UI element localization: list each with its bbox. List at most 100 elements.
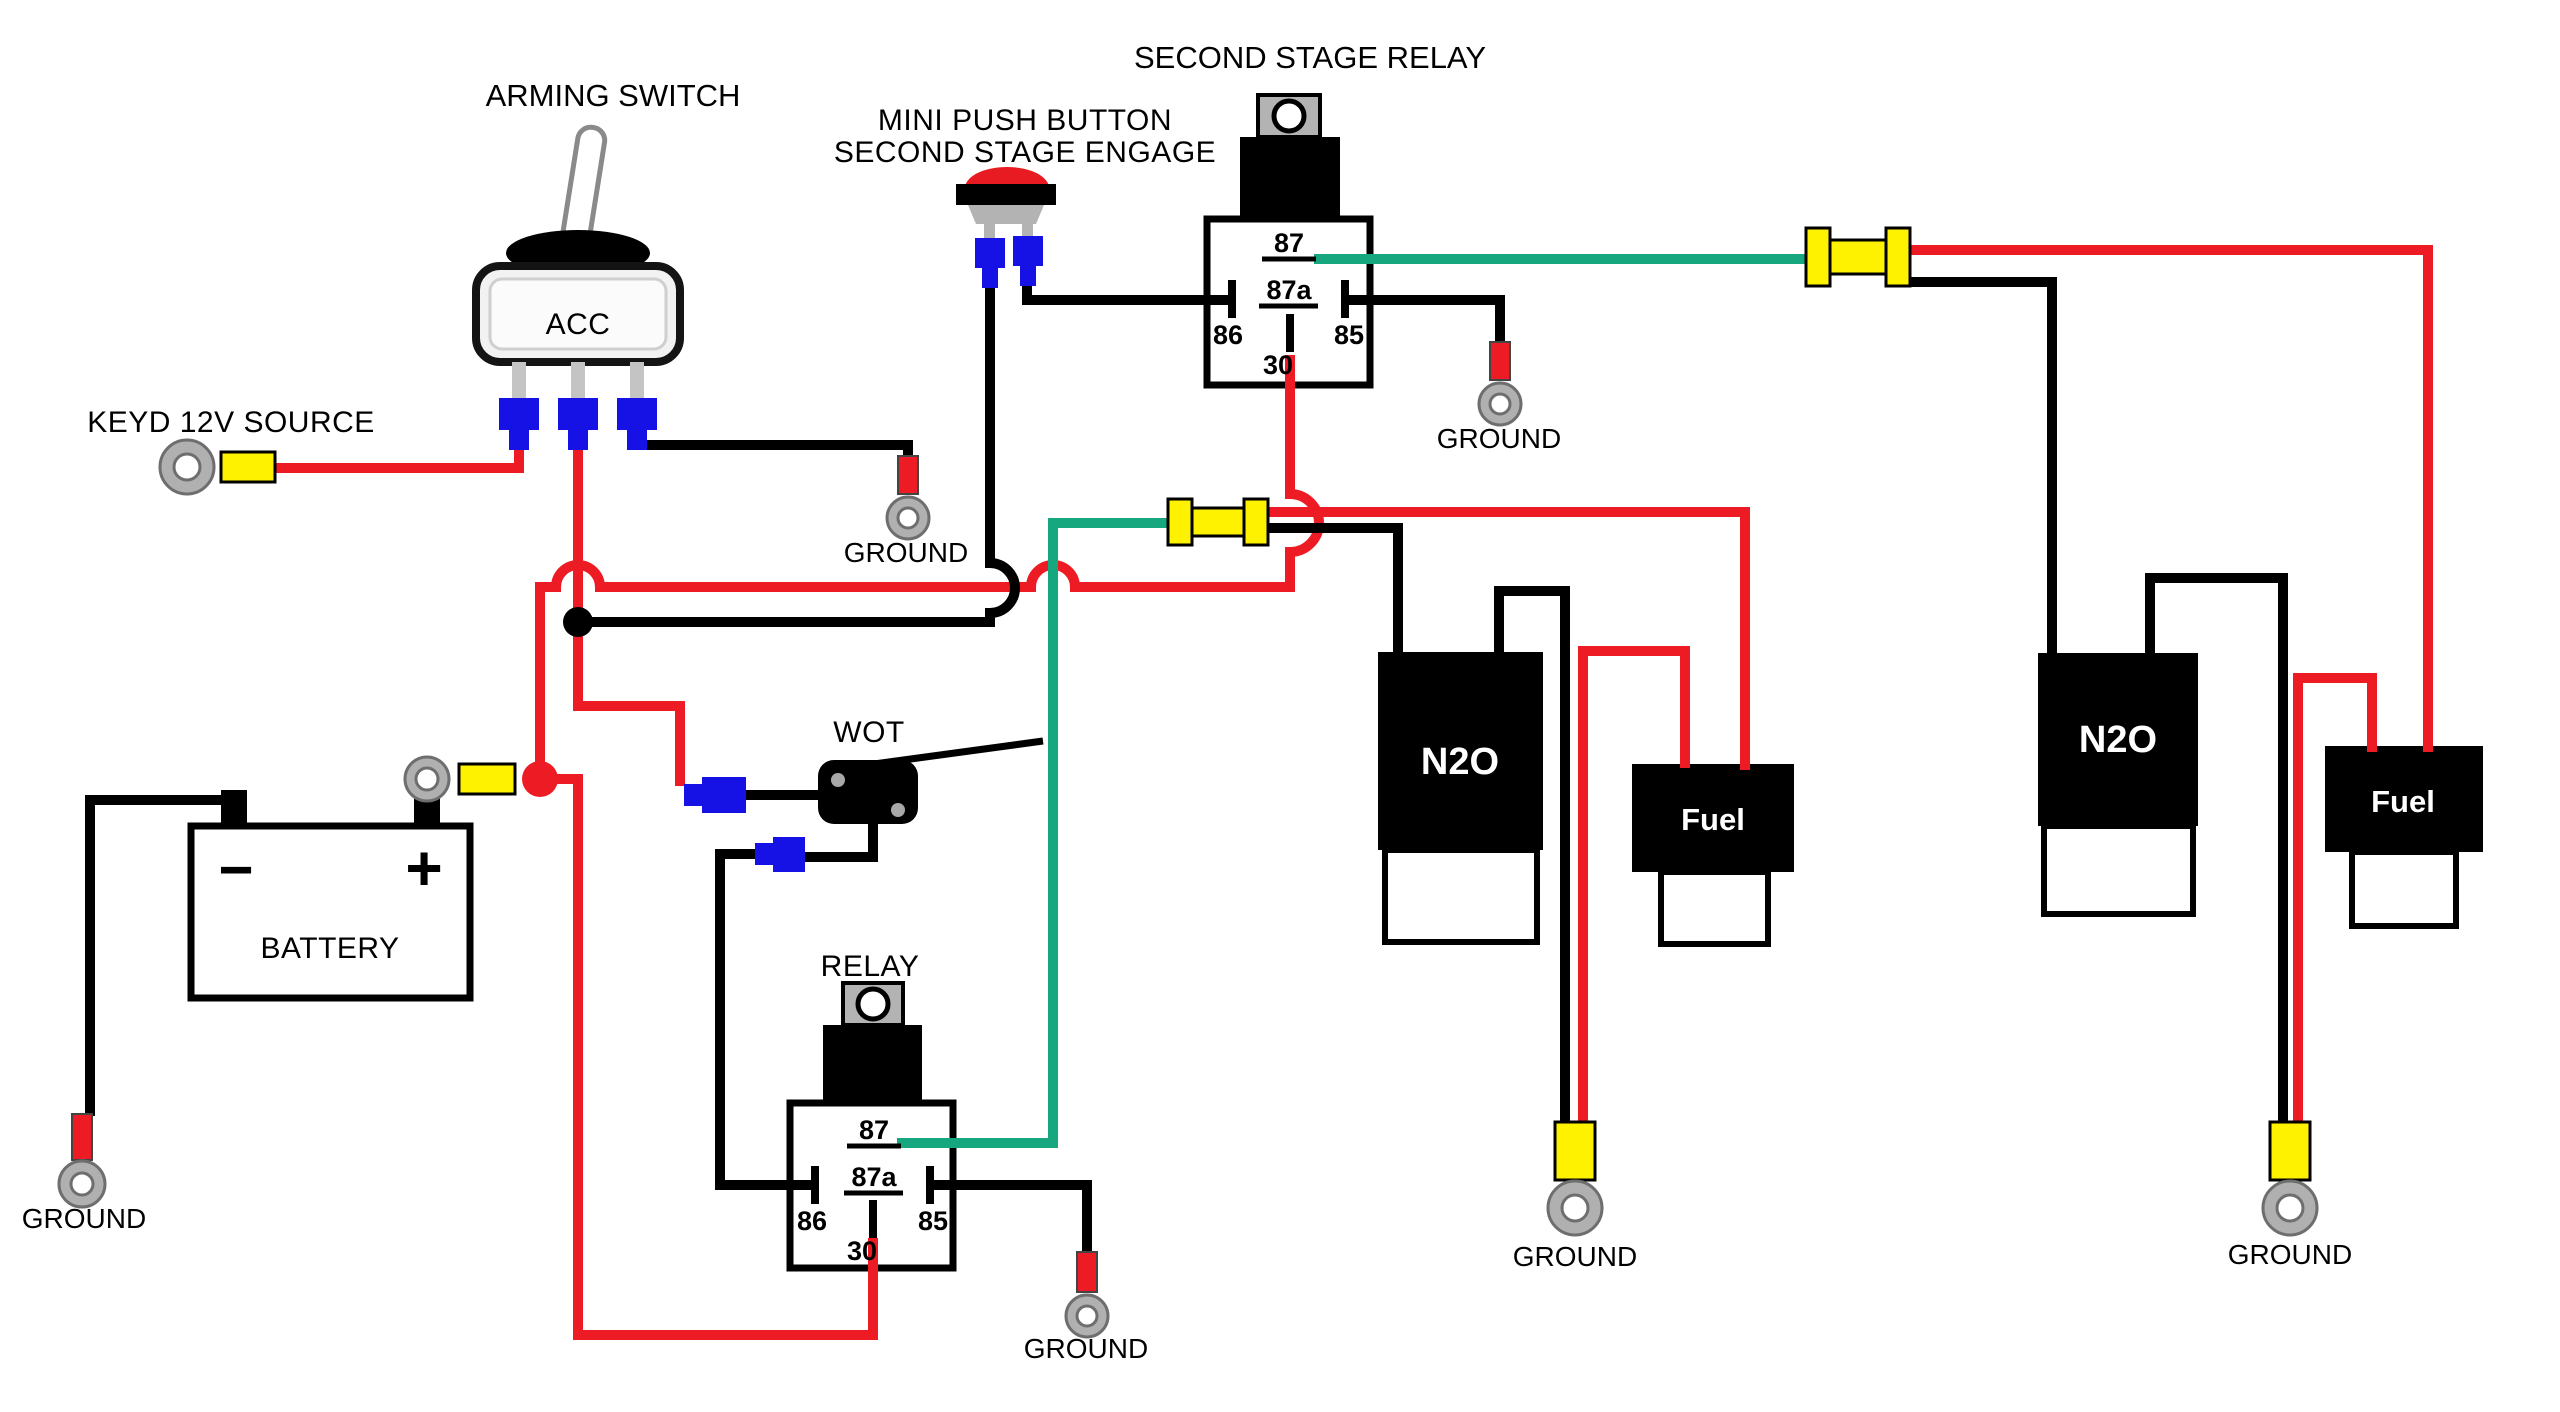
push-button-base (968, 205, 1044, 224)
wire-wot-to-relay86 (715, 849, 811, 1190)
butt-connector-stage2 (1804, 226, 1912, 288)
yellow-crimp (219, 450, 277, 484)
n2o-stage2-label: N2O (2079, 719, 2157, 761)
wire-connector-to-n2o2 (1908, 277, 2057, 658)
push-button-dome (965, 167, 1049, 188)
arming-switch (472, 124, 684, 398)
arming-switch-label: ARMING SWITCH (486, 78, 741, 113)
switch-leg (571, 362, 585, 398)
wire-connector-to-fuel2 (1908, 245, 2433, 752)
wot-label: WOT (833, 716, 904, 749)
switch-leg (630, 362, 644, 398)
battery (187, 790, 474, 1002)
ground-second-stage-relay (1477, 341, 1523, 427)
fuel-base (2349, 849, 2459, 929)
butt-connector-stage1 (1166, 497, 1270, 547)
wire-connector-to-n2o1 (1266, 523, 1403, 660)
battery-box (187, 822, 474, 1002)
wire-acc-to-ground (637, 440, 913, 458)
relay-mount-hole (855, 986, 891, 1022)
wire-connector-to-fuel1 (1266, 507, 1750, 770)
push-button-label-line1: MINI PUSH BUTTON (878, 104, 1172, 137)
wire-battery-to-ssr30 (535, 355, 1324, 781)
fuel-solenoid-stage1 (1632, 764, 1794, 947)
ssr-pin-86: 86 (1213, 320, 1243, 350)
fuel-base (1658, 869, 1771, 947)
ssr-pin-85: 85 (1334, 320, 1364, 350)
push-button-terminals (975, 236, 1043, 288)
ground-stage2 (2261, 1120, 2319, 1237)
switch-leg (512, 362, 526, 398)
ground-battery (57, 1113, 107, 1209)
fuel-stage1-label: Fuel (1681, 802, 1745, 837)
n2o-body (2038, 653, 2198, 826)
ground-acc (885, 455, 931, 541)
battery-positive-symbol: + (405, 832, 442, 904)
relay-pin-85: 85 (918, 1206, 948, 1236)
keyed-source-label: KEYD 12V SOURCE (87, 406, 375, 439)
push-button-band (956, 184, 1056, 205)
push-button-leg (984, 224, 995, 240)
wire-pushbutton-to-junction (586, 286, 1020, 627)
fuel-stage2-label: Fuel (2371, 784, 2435, 819)
junction-dot-switched12v (563, 607, 593, 637)
ground-label-ssr: GROUND (1437, 423, 1561, 454)
relay-body (1240, 137, 1340, 219)
n2o-base (1382, 847, 1540, 945)
ground-label-relay: GROUND (1024, 1333, 1148, 1364)
wire-ssr85-to-ground (1345, 295, 1505, 344)
wire-n2o1-to-ground (1494, 586, 1570, 1124)
relay-pin-87: 87 (859, 1115, 889, 1145)
ground-label-acc: GROUND (844, 537, 968, 568)
wot-switch (818, 737, 1044, 824)
wire-n2o2-to-ground (2145, 573, 2288, 1124)
mini-push-button (956, 167, 1056, 240)
relay-label: RELAY (821, 950, 920, 983)
keyed-12v-terminal (158, 438, 277, 496)
wot-connectors (684, 777, 805, 872)
relay-mount-hole (1271, 98, 1307, 134)
wires (85, 245, 2433, 1340)
n2o-solenoid-stage1 (1378, 652, 1543, 945)
ssr-pin-30: 30 (1263, 350, 1293, 380)
yellow-crimp (457, 762, 517, 796)
n2o-body (1378, 652, 1543, 850)
battery-label: BATTERY (260, 932, 399, 965)
junction-dot-battery-positive (522, 761, 558, 797)
battery-negative-symbol: − (218, 836, 253, 903)
fuel-body (2325, 746, 2483, 852)
n2o-stage1-label: N2O (1421, 741, 1499, 783)
push-button-label-line2: SECOND STAGE ENGAGE (834, 136, 1216, 169)
ground-stage1 (1546, 1120, 1604, 1237)
wire-battery-to-relay30 (540, 774, 878, 1340)
fuel-solenoid-stage2 (2325, 746, 2483, 929)
wire-relay85-to-ground (933, 1180, 1092, 1254)
wot-pivot-dot (831, 773, 845, 787)
wot-contact-dot (891, 803, 905, 817)
ground-label-stage1: GROUND (1513, 1241, 1637, 1272)
wire-fuel1-to-ground (1578, 646, 1690, 1124)
acc-label: ACC (546, 308, 611, 341)
fuel-body (1632, 764, 1794, 872)
wire-keyed-to-acc (276, 446, 524, 473)
n2o-base (2041, 823, 2196, 917)
battery-positive-terminal (403, 755, 517, 803)
ground-relay (1064, 1251, 1110, 1339)
wire-fuel2-to-ground (2293, 673, 2377, 1124)
ground-label-stage2: GROUND (2228, 1239, 2352, 1270)
wire-acc-to-wot (573, 446, 685, 786)
ssr-pin-87a: 87a (1266, 275, 1312, 305)
switch-body-inner (488, 277, 668, 351)
relay-body (823, 1025, 922, 1103)
wire-relay87-to-connector (897, 518, 1170, 1148)
relay-pins (811, 1143, 934, 1238)
n2o-solenoid-stage2 (2038, 653, 2198, 917)
relay-pin-87a: 87a (851, 1162, 897, 1192)
relay-pin-30: 30 (847, 1236, 877, 1266)
wire-pushbutton-to-ssr86 (1022, 284, 1228, 305)
wire-battery-to-ground (85, 795, 237, 1116)
relay-pin-86: 86 (797, 1206, 827, 1236)
acc-terminals (499, 398, 657, 450)
second-stage-relay-pins (1228, 256, 1349, 352)
push-button-leg (1022, 224, 1033, 240)
